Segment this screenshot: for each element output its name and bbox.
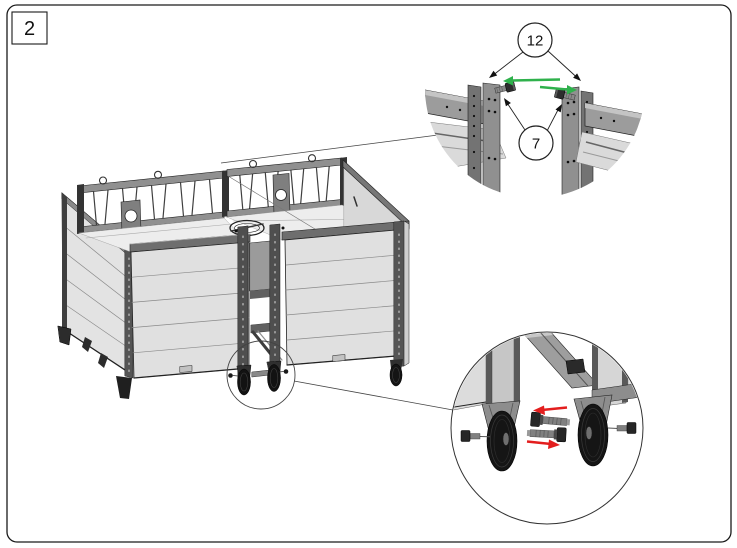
page-number-frame <box>11 11 48 45</box>
detail-indicator-circle <box>226 340 296 410</box>
right-corner <box>389 220 410 387</box>
post-holes <box>472 94 497 186</box>
balloon-12-circle <box>517 22 553 58</box>
green-arrow-right <box>539 85 577 95</box>
green-arrow-left-head <box>503 76 513 86</box>
hub-bolt-right <box>607 422 637 434</box>
front-panel-right <box>284 229 397 366</box>
leader-arrowhead <box>489 70 498 78</box>
red-arrow-right-head <box>548 439 560 449</box>
red-arrow-left-head <box>533 405 545 415</box>
front-right-corner-post <box>393 220 405 368</box>
hub-bolt-left <box>460 430 491 442</box>
rail-bolt <box>234 229 238 233</box>
railing-bars-right <box>239 165 330 211</box>
feeder-hole <box>275 189 287 201</box>
panel-tab <box>332 354 346 362</box>
panel-slats <box>285 254 397 341</box>
center-wheel-left <box>237 368 251 396</box>
page-number-box: 2 <box>11 11 48 45</box>
bolt-left <box>494 81 516 94</box>
balloon-7: 7 <box>504 98 562 161</box>
page-number: 2 <box>24 18 35 40</box>
gate-panel <box>249 240 271 292</box>
ring-hook <box>153 170 163 179</box>
back-railing-left <box>77 170 229 235</box>
post-right <box>561 86 580 198</box>
main-assembly <box>57 154 410 410</box>
panel-tab <box>179 365 193 373</box>
balloon-7-circle <box>518 125 554 161</box>
back-left-post <box>62 193 67 332</box>
feeder-hole <box>124 209 138 223</box>
wall-bracket <box>98 353 108 368</box>
leader-arrowhead <box>555 104 562 113</box>
bolt-right <box>554 88 576 101</box>
railing-post <box>77 184 84 234</box>
right-side-wall <box>342 159 410 232</box>
balloon-12: 12 <box>489 22 581 81</box>
wheel-hub <box>585 426 593 440</box>
left-wall-slats <box>62 224 131 350</box>
red-arrow-left <box>533 405 568 415</box>
leader-arrowhead <box>573 73 581 81</box>
green-arrow-left <box>503 76 561 86</box>
ring-hook <box>248 159 258 169</box>
ring-hook <box>98 176 108 185</box>
green-arrow-right-shaft <box>539 85 568 91</box>
side-bolt <box>283 369 289 374</box>
wall-bracket <box>82 337 92 352</box>
rail-bolt <box>281 226 285 230</box>
ring-hook <box>307 154 317 163</box>
red-arrow-left-shaft <box>541 406 568 412</box>
front-left-foot <box>116 376 132 399</box>
axle-bolt-lower <box>526 427 567 443</box>
wheel-left <box>486 410 518 472</box>
caster-wheel <box>389 363 403 387</box>
red-arrow-right <box>526 439 560 449</box>
front-panel-left <box>130 241 250 379</box>
balloon-12-label: 12 <box>527 33 544 50</box>
side-bolt <box>228 373 233 378</box>
middle-gate-section <box>228 223 289 396</box>
red-arrow-right-shaft <box>526 440 552 446</box>
leader-arrowhead <box>504 98 511 107</box>
railing-post <box>222 170 229 217</box>
wheel-right <box>577 403 609 467</box>
green-arrow-right-head <box>567 85 577 95</box>
center-wheel-right <box>267 364 281 392</box>
gate-rung <box>250 289 270 299</box>
leader-line-bottom-detail <box>293 380 454 411</box>
panel-slats <box>131 266 250 354</box>
wheel-hub <box>502 432 510 446</box>
post-left <box>467 84 482 198</box>
back-railing-right <box>226 154 347 227</box>
balloon-7-label: 7 <box>532 136 540 153</box>
wall-slot <box>353 196 358 207</box>
axle-bolt-upper <box>530 411 571 427</box>
strut-connector <box>565 358 586 375</box>
left-foot <box>57 325 72 346</box>
leader-line-top-detail <box>220 134 439 164</box>
green-arrow-left-shaft <box>511 78 561 82</box>
